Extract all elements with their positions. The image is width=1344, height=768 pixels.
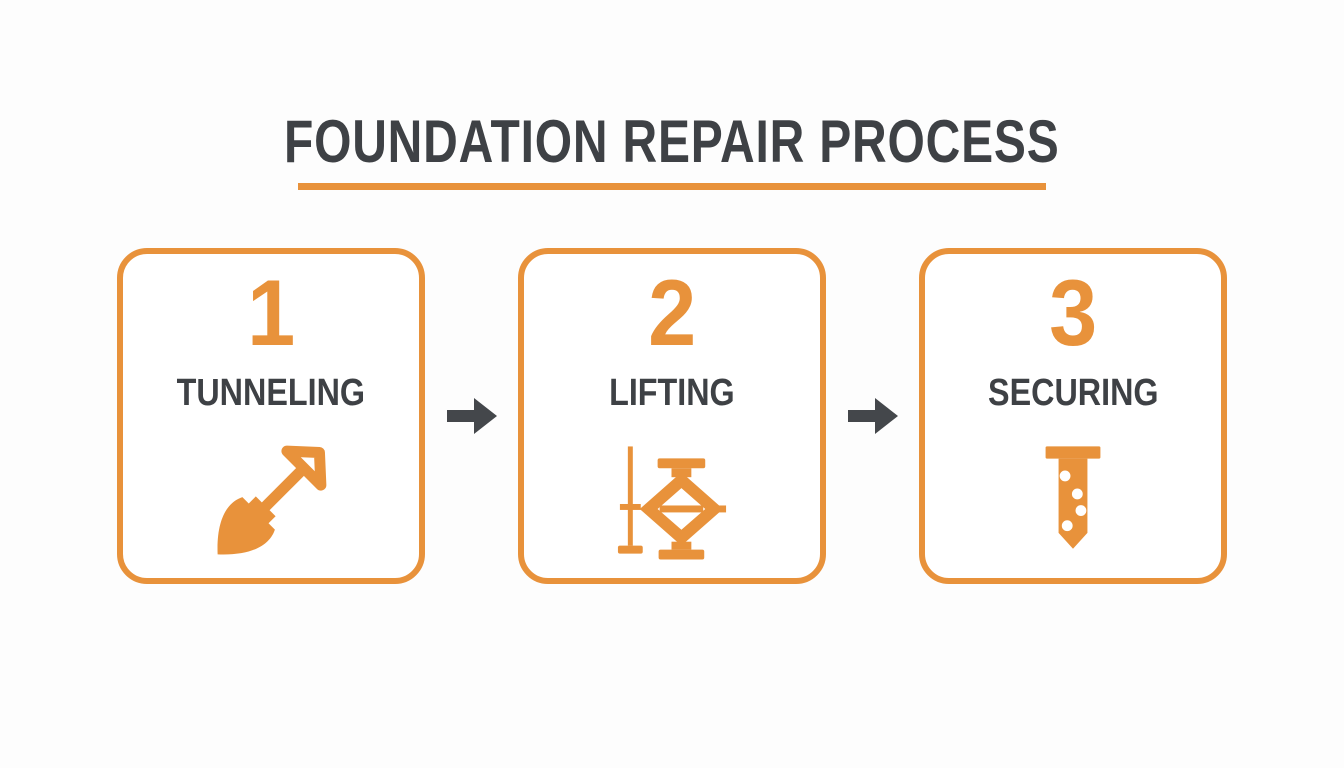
step-card-tunneling: 1 TUNNELING <box>117 248 425 584</box>
step-number: 1 <box>246 260 296 365</box>
step-number: 3 <box>1048 260 1098 365</box>
title-underline <box>298 183 1046 190</box>
step-label: LIFTING <box>609 372 735 414</box>
step-label: SECURING <box>987 372 1159 414</box>
step-label: TUNNELING <box>176 372 366 414</box>
arrow-cell <box>425 248 518 584</box>
shovel-icon <box>215 442 327 565</box>
process-steps: 1 TUNNELING 2 LIFTING <box>0 248 1344 584</box>
pier-anchor-icon <box>1036 442 1110 561</box>
arrow-cell <box>826 248 919 584</box>
step-number: 2 <box>647 260 697 365</box>
arrow-right-icon <box>446 398 497 434</box>
scissor-jack-icon <box>610 442 734 567</box>
step-card-lifting: 2 LIFTING <box>518 248 826 584</box>
arrow-right-icon <box>847 398 898 434</box>
page-title: FOUNDATION REPAIR PROCESS <box>284 108 1060 175</box>
step-card-securing: 3 SECURING <box>919 248 1227 584</box>
header: FOUNDATION REPAIR PROCESS <box>0 0 1344 190</box>
